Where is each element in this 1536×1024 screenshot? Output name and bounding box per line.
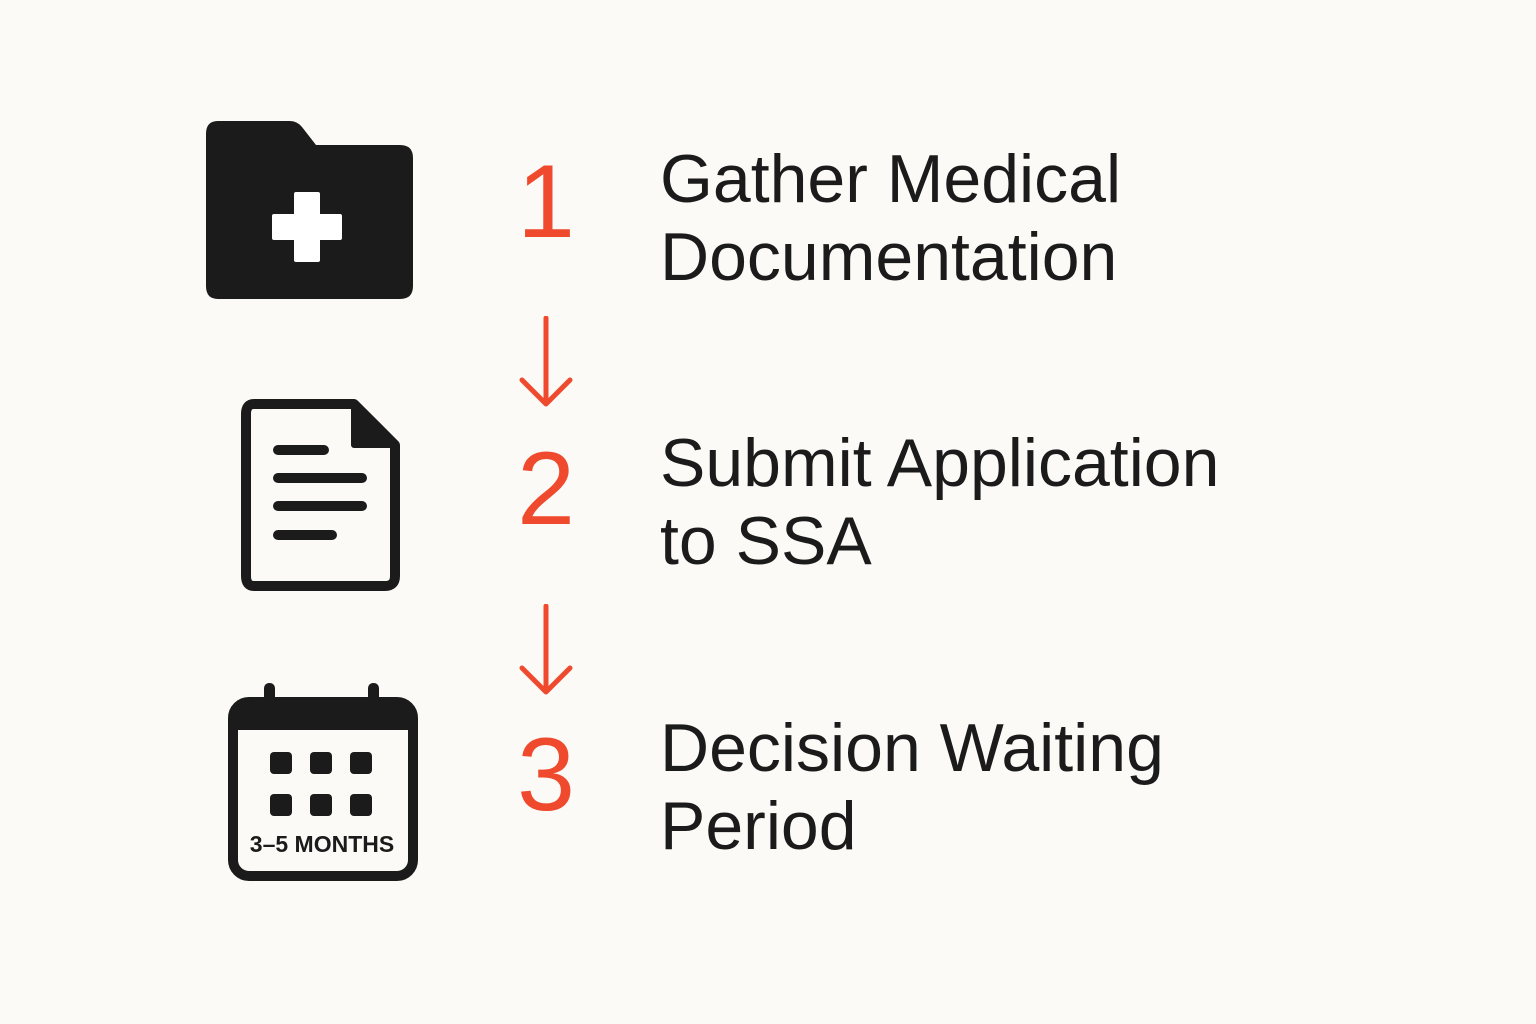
step-2-title-line-1: Submit Application (660, 425, 1220, 501)
step-1-title: Gather Medical Documentation (660, 140, 1121, 296)
step-3-number: 3 (517, 717, 575, 833)
step-2-title-line-2: to SSA (660, 503, 872, 579)
arrow-down-icon (516, 604, 576, 700)
step-1-number: 1 (517, 144, 575, 260)
step-1-title-line-2: Documentation (660, 219, 1118, 295)
step-3-title-line-1: Decision Waiting (660, 710, 1164, 786)
arrow-down-icon (516, 316, 576, 412)
document-icon (240, 398, 404, 594)
step-3-title-line-2: Period (660, 788, 857, 864)
step-2-title: Submit Application to SSA (660, 424, 1219, 580)
step-2-number: 2 (517, 431, 575, 547)
calendar-icon: 3–5 MONTHS (226, 680, 420, 882)
step-1-title-line-1: Gather Medical (660, 141, 1122, 217)
medical-folder-icon (204, 118, 416, 302)
calendar-duration-label: 3–5 MONTHS (250, 831, 394, 857)
step-3-title: Decision Waiting Period (660, 709, 1164, 865)
